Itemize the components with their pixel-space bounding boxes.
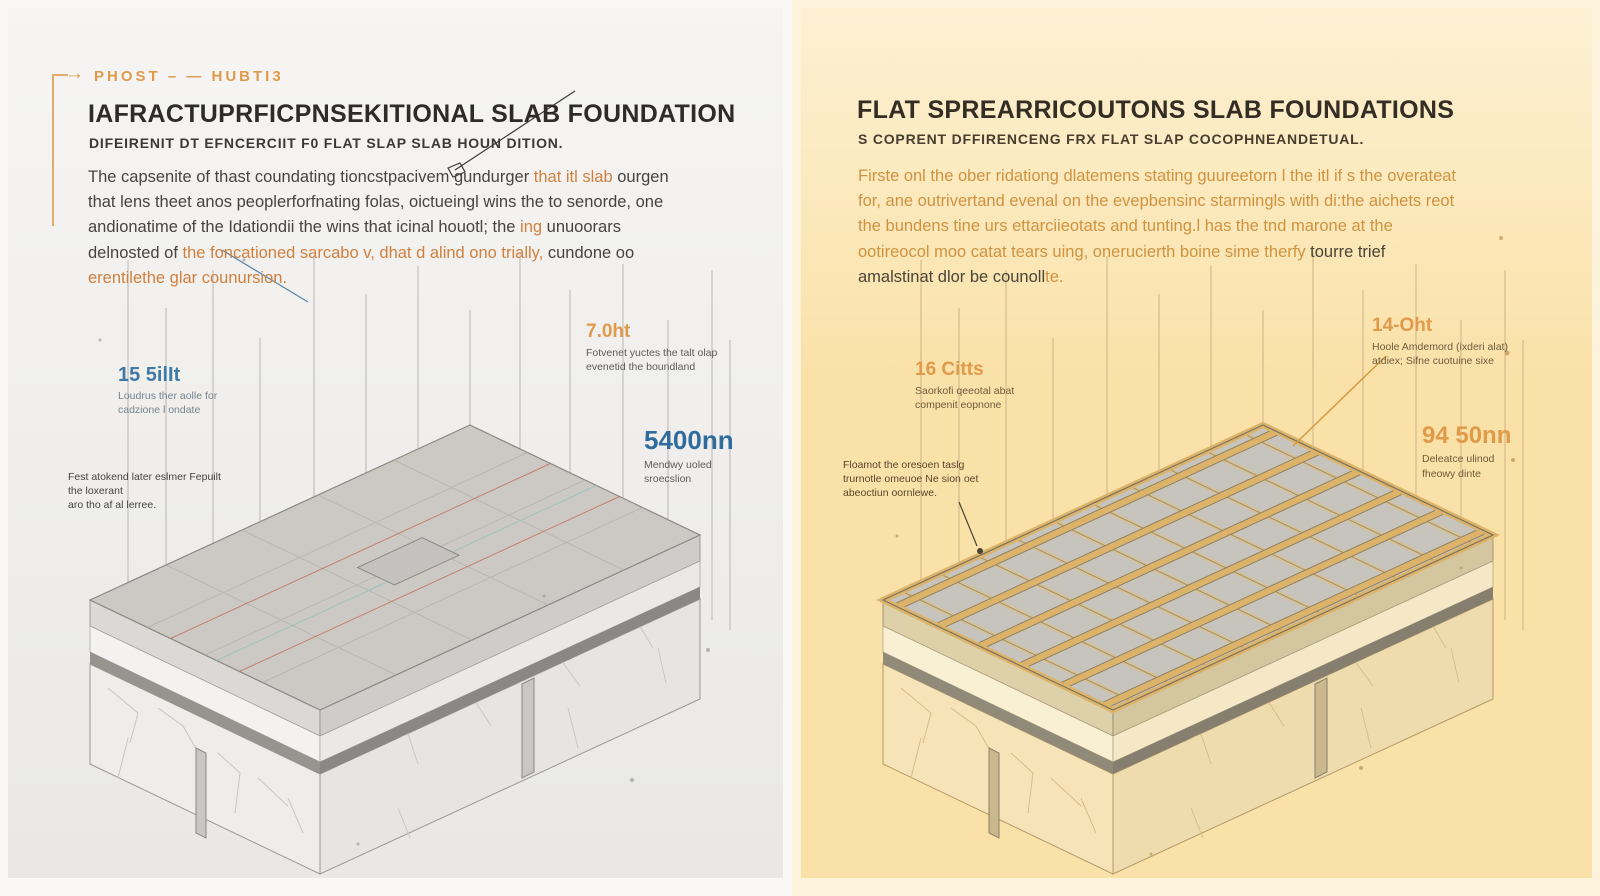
slab-top-surface [88, 424, 702, 711]
right-subtitle: S COPRENT DFFIRENCENG FRX FLAT SLAP COCO… [858, 131, 1365, 147]
annotation-caption: Fotvenet yuctes the talt olap [586, 346, 718, 359]
annotation-caption: sroecslion [644, 472, 692, 485]
eyebrow-label: PHOST – — HUBTI3 [94, 68, 284, 85]
annotation-height-left: 15 5ilIt Loudrus ther aolle for cadzione… [118, 364, 217, 417]
annotation-caption: atdiex; Sifne cuotuine sixe [1372, 355, 1494, 368]
annotation-height-top: 14-Oht Hoole Amdemord (ixderi alat) atdi… [1372, 315, 1508, 368]
paragraph-segment: Firste onl the ober ridationg dlatemens … [858, 167, 1457, 261]
annotation-value: 15 5ilIt [118, 364, 181, 386]
annotation-caption: Fest atokend later eslmer Fepuilt [68, 471, 221, 483]
joist-beams [895, 427, 1486, 710]
wall-slot-right [1314, 677, 1328, 779]
slab-opening [356, 537, 461, 586]
annotation-dimension: 5400nn Mendwy uoled sroecslion [644, 426, 734, 486]
left-title: IAFRACTUPRFICPNSEKITIONAL SLAB FOUNDATIO… [88, 100, 736, 128]
paragraph-segment: the foncationed sarcabo v, dhat d alind … [182, 243, 544, 262]
annotation-note: Fest atokend later eslmer Fepuilt the lo… [68, 470, 221, 513]
wall-slot-left [195, 747, 207, 839]
arrow-icon: → [65, 63, 84, 84]
wall-slot-right [521, 677, 535, 779]
paragraph-segment: tourre trief amalstinat dlor be counoll [858, 242, 1386, 286]
left-panel: → PHOST – — HUBTI3 IAFRACTUPRFICPNSEKITI… [8, 8, 783, 878]
annotation-note: Floamot the oresoen taslg trurnotle omeu… [843, 458, 978, 501]
paragraph-segment: unuoorars delnosted of [88, 218, 621, 262]
annotation-caption: Saorkofi qeeotal abat [915, 384, 1015, 397]
annotation-caption: evenetid the boundland [586, 361, 696, 374]
annotation-caption: fheowy dinte [1422, 467, 1481, 480]
paragraph-segment: The capsenite of thast coundating tioncs… [88, 168, 534, 186]
left-paragraph: The capsenite of thast coundating tioncs… [88, 165, 680, 291]
right-panel: FLAT SPREARRICOUTONS SLAB FOUNDATIONS S … [801, 8, 1592, 878]
annotation-height-top: 7.0ht Fotvenet yuctes the talt olap even… [586, 321, 718, 374]
annotation-height-left: 16 Citts Saorkofi qeeotal abat compenit … [915, 359, 1015, 412]
slab-edge-layers [89, 534, 701, 774]
flat-slab-foundation-diagram [88, 90, 731, 875]
leader-lines [958, 355, 1387, 554]
annotation-dimension: 94 50nn Deleatce ulinod fheowy dinte [1422, 422, 1512, 481]
annotation-caption: Mendwy uoled [644, 458, 712, 471]
annotation-caption: trurnotle omeuoe Ne sion oet [843, 473, 979, 486]
annotation-value: 7.0ht [586, 321, 631, 342]
slab-edge-layers [882, 534, 1494, 774]
paragraph-segment: ing [520, 218, 543, 237]
annotation-caption: Loudrus ther aolle for [118, 390, 218, 402]
annotation-value: 16 Citts [915, 359, 984, 380]
annotation-value: 5400nn [644, 425, 734, 455]
annotation-caption: Hoole Amdemord (ixderi alat) [1372, 340, 1508, 353]
annotation-caption: aro tho af al lerree. [68, 499, 157, 512]
stone-foundation-base [89, 598, 701, 875]
stone-foundation-base [882, 598, 1494, 875]
speck-dots [98, 258, 710, 846]
right-title: FLAT SPREARRICOUTONS SLAB FOUNDATIONS [857, 96, 1455, 124]
speck-dots [895, 236, 1515, 856]
paragraph-segment: ourgen that lens theet anos peoplerforfn… [88, 168, 669, 237]
ribbed-slab-top-surface [875, 421, 1501, 714]
ribbed-slab-foundation-diagram [875, 236, 1524, 875]
annotation-value: 94 50nn [1422, 422, 1512, 449]
annotation-value: 14-Oht [1372, 315, 1433, 336]
left-subtitle: DIFEIRENIT DT EFNCERCIIT F0 FLAT SLAP SL… [89, 135, 564, 151]
annotation-caption: compenit eopnone [915, 399, 1002, 412]
annotation-caption: Floamot the oresoen taslg [843, 459, 965, 471]
slab-panel-joints [147, 452, 643, 683]
right-paragraph: Firste onl the ober ridationg dlatemens … [858, 164, 1458, 290]
annotation-caption: cadzione l ondate [118, 404, 201, 417]
annotation-caption: Deleatce ulinod [1422, 453, 1495, 466]
paragraph-segment: cundone oo [543, 243, 635, 262]
paragraph-segment: that itl slab [533, 168, 613, 186]
annotation-caption: the loxerant [68, 485, 123, 498]
leader-lines [221, 90, 576, 303]
accent-bracket [52, 74, 68, 226]
cross-ribs [901, 431, 1475, 704]
paragraph-segment: te. [1045, 267, 1064, 286]
annotation-caption: abeoctiun oornlewe. [843, 487, 937, 500]
wall-slot-left [988, 747, 1000, 839]
paragraph-segment: erentilethe glar counursion. [88, 268, 288, 287]
